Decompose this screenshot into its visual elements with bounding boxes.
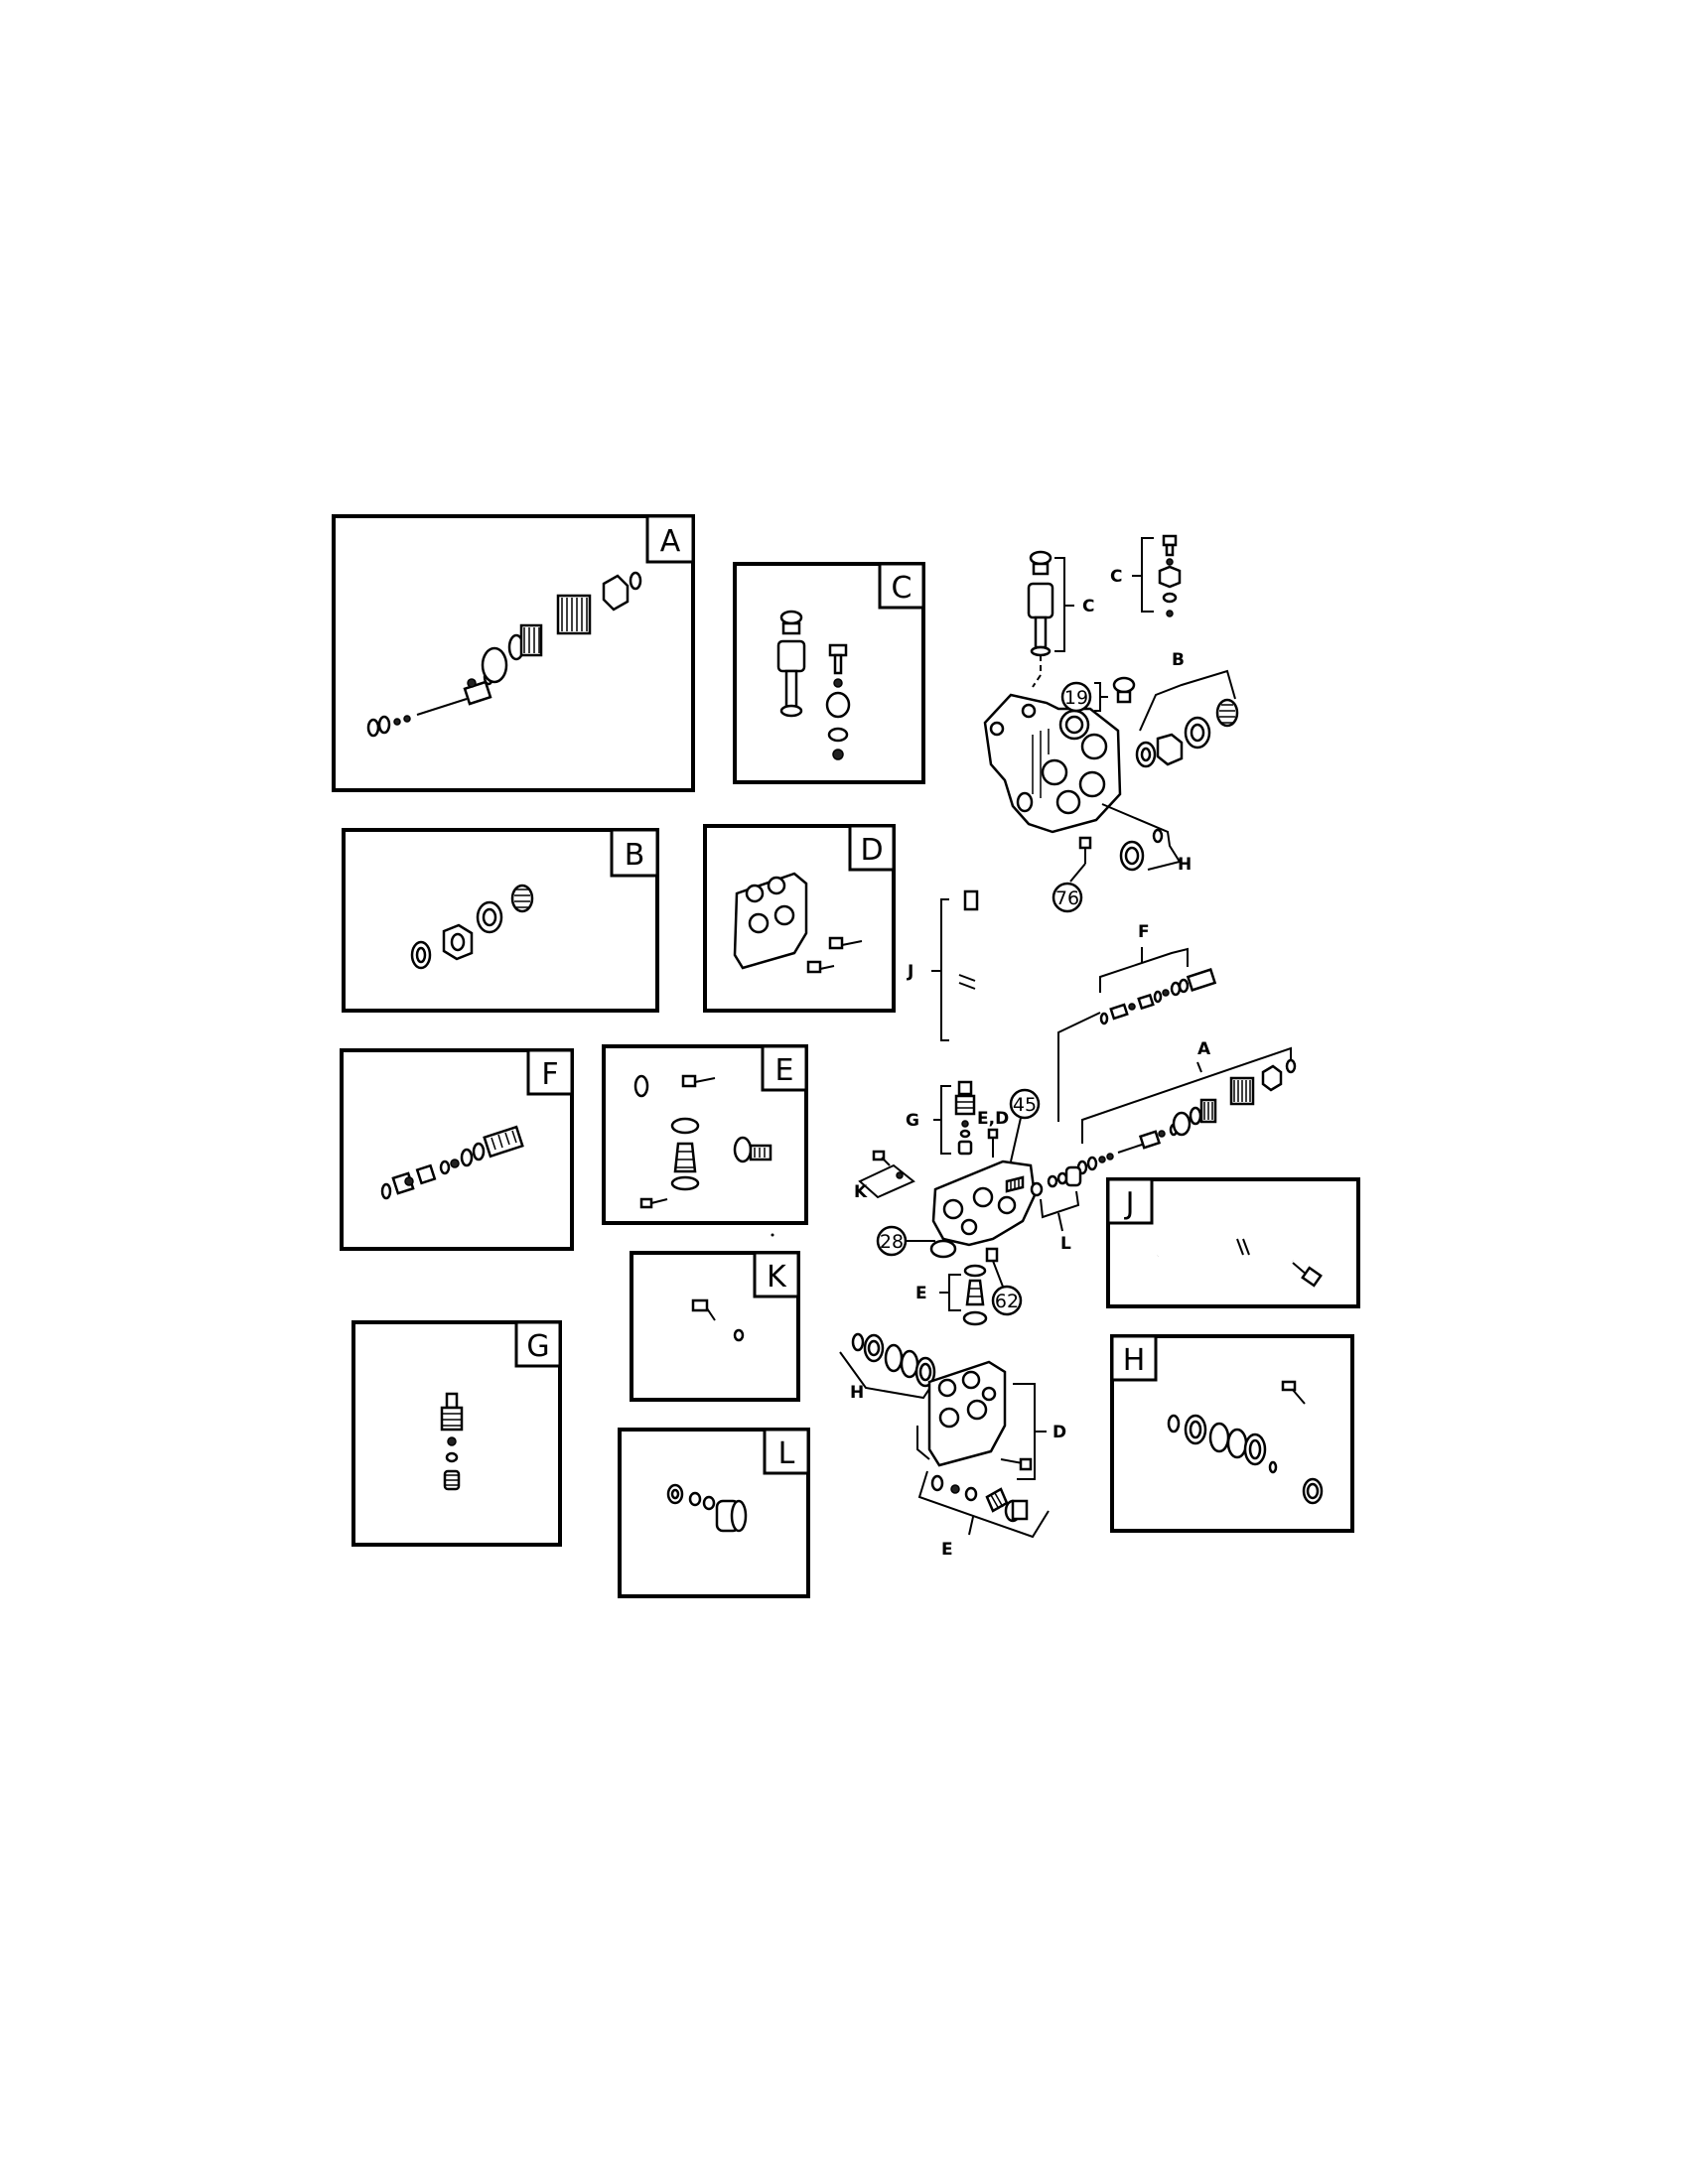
label-g: G (906, 1111, 919, 1131)
kit-panel-f-label: F (541, 1057, 558, 1092)
kit-panel-k-label: K (767, 1260, 787, 1295)
label-b: B (1172, 650, 1185, 670)
kit-panel-b-label: B (625, 838, 645, 873)
callout-76[interactable]: 76 (1052, 882, 1083, 913)
kit-panel-g-label: G (526, 1329, 549, 1364)
scan-dot (771, 1233, 774, 1237)
label-h-right: H (1178, 855, 1192, 875)
kit-panel-l[interactable]: L (618, 1428, 810, 1598)
kit-h-parts (1167, 1380, 1324, 1505)
label-k: K (854, 1182, 868, 1202)
kit-panel-j-label: J (1124, 1186, 1135, 1221)
kit-panel-c-label: C (892, 571, 912, 606)
kit-f-parts (380, 1125, 524, 1200)
callout-62[interactable]: 62 (991, 1285, 1023, 1316)
kit-panel-b[interactable]: B (342, 828, 659, 1013)
label-d: D (1052, 1423, 1066, 1442)
kit-panel-e[interactable]: E (602, 1044, 808, 1225)
callout-28-text: 28 (880, 1231, 904, 1253)
callout-45[interactable]: 45 (1009, 1088, 1041, 1120)
pump-head-assembly: C C 19 (983, 534, 1239, 913)
kit-panel-d-label: D (860, 833, 883, 868)
kit-panel-f[interactable]: F (340, 1048, 574, 1251)
label-a: A (1197, 1039, 1211, 1059)
kit-d-parts (733, 872, 863, 974)
callout-76-text: 76 (1055, 887, 1079, 909)
label-e-upper: E (915, 1284, 927, 1303)
kit-e-parts (633, 1074, 772, 1209)
kit-panel-d[interactable]: D (703, 824, 896, 1013)
kit-panel-h[interactable]: H (1110, 1334, 1354, 1533)
callout-19[interactable]: 19 (1060, 681, 1092, 713)
kit-panel-a-label: A (660, 524, 681, 559)
kit-a-parts (366, 571, 642, 738)
label-f: F (1138, 922, 1150, 942)
label-h-left: H (850, 1383, 864, 1403)
lower-manifold-assembly: E H D E (839, 1264, 1066, 1560)
kit-panel-h-label: H (1123, 1343, 1146, 1378)
kit-panel-c[interactable]: C (733, 562, 925, 784)
callout-62-text: 62 (995, 1291, 1019, 1312)
kit-k-parts (691, 1298, 745, 1342)
label-j: J (907, 962, 913, 982)
kit-b-parts (410, 884, 534, 970)
label-l: L (1060, 1234, 1071, 1254)
label-c-upper: C (1082, 597, 1094, 616)
kit-c-parts (776, 610, 851, 760)
label-c-top-right: C (1110, 567, 1122, 587)
kit-panel-k[interactable]: K (630, 1251, 800, 1402)
kit-panel-g[interactable]: G (351, 1320, 562, 1547)
kit-panel-e-label: E (775, 1053, 794, 1088)
manifold-assembly: J G F (854, 889, 1297, 1316)
kit-panel-a[interactable]: A (332, 514, 695, 792)
kit-l-parts (666, 1483, 748, 1533)
kit-j-parts (1155, 1238, 1323, 1288)
label-e-lower: E (941, 1540, 953, 1560)
callout-45-text: 45 (1013, 1094, 1037, 1116)
kit-panel-l-label: L (778, 1436, 795, 1471)
kit-g-parts (440, 1392, 464, 1491)
callout-19-text: 19 (1064, 687, 1088, 709)
callout-28[interactable]: 28 (876, 1225, 908, 1257)
label-e-d: E,D (977, 1109, 1009, 1129)
kit-panel-j[interactable]: J (1106, 1177, 1360, 1308)
